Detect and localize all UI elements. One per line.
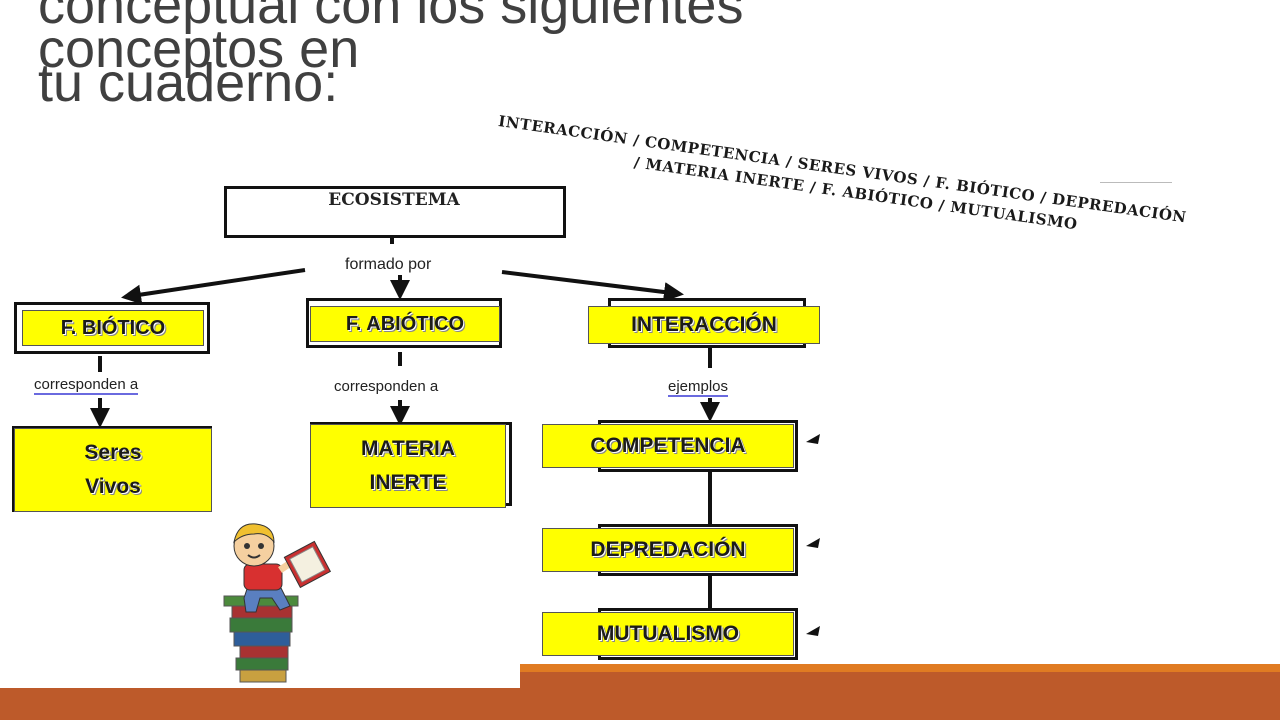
formado-por-label: formado por — [345, 256, 432, 273]
arrow-to-biotico — [121, 268, 306, 305]
child-reading-illustration — [223, 523, 332, 683]
slide-title-line-1: conceptual con los siguientes — [38, 0, 744, 35]
interaccion-link-label: ejemplos — [668, 378, 729, 397]
interaccion-node: INTERACCIÓN — [588, 306, 820, 344]
word-bank-line-1: INTERACCIÓN / COMPETENCIA / SERES VIVOS … — [497, 111, 1188, 227]
materia-inerte-line-2: INERTE — [369, 471, 447, 494]
materia-inerte-line-1: MATERIA — [360, 437, 456, 460]
seres-vivos-node: Seres Vivos — [14, 428, 212, 512]
footer-bar-upper — [520, 672, 1280, 688]
arrow-to-interaccion — [501, 270, 684, 302]
biotico-link-label: corresponden a — [34, 376, 139, 395]
depredacion-node: DEPREDACIÓN — [542, 528, 794, 572]
abiotico-node: F. ABIÓTICO — [310, 306, 500, 342]
seres-vivos-line-2: Vivos — [85, 475, 141, 498]
abiotico-link-label: corresponden a — [334, 378, 439, 395]
competencia-node: COMPETENCIA — [542, 424, 794, 468]
word-bank-divider — [1100, 182, 1172, 183]
footer-bar — [0, 688, 1280, 720]
biotico-node: F. BIÓTICO — [22, 310, 204, 346]
pointer-mutualismo — [806, 626, 820, 636]
seres-vivos-line-1: Seres — [84, 441, 142, 464]
ecosistema-label: ECOSISTEMA — [328, 190, 460, 210]
ecosistema-box — [224, 186, 566, 238]
slide-title-line-3: tu cuaderno: — [38, 53, 339, 113]
mutualismo-node: MUTUALISMO — [542, 612, 794, 656]
pointer-depredacion — [806, 538, 820, 548]
pointer-competencia — [806, 434, 820, 444]
slide-title-line-2: conceptos en — [38, 19, 360, 79]
word-bank: INTERACCIÓN / COMPETENCIA / SERES VIVOS … — [494, 110, 1188, 250]
footer-accent-bar — [520, 664, 1280, 672]
materia-inerte-node: MATERIA INERTE — [310, 424, 506, 508]
